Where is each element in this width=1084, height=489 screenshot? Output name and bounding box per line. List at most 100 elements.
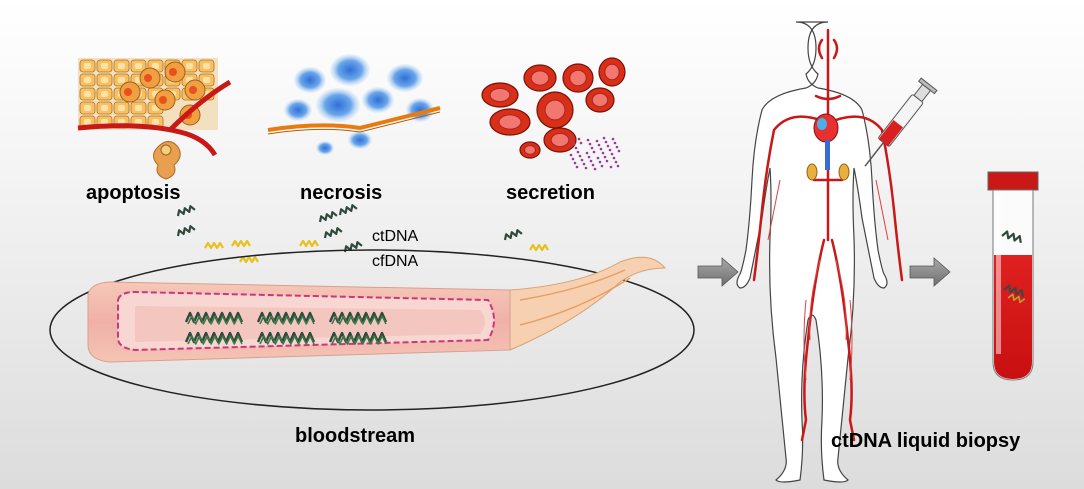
cell-nucleus (101, 91, 108, 97)
necrosis-illustration (267, 54, 441, 155)
vesicle-dot (576, 150, 580, 154)
dna-strand (529, 243, 549, 252)
dna-strand (343, 241, 363, 253)
dna-strand (187, 315, 243, 325)
red-cell-center (550, 132, 570, 148)
vesicle-dot (568, 136, 572, 140)
vesicle-dot (602, 136, 606, 140)
dna-strand (231, 239, 251, 248)
red-cell-center (498, 114, 522, 130)
dna-strand (338, 204, 358, 216)
secretion-illustration (481, 57, 626, 171)
red-cell-center (591, 92, 609, 108)
dna-strand (323, 227, 343, 239)
vesicle-dot (579, 141, 583, 145)
vesicle-dot (613, 141, 617, 145)
cell-nucleus (101, 77, 108, 83)
cell-nucleus (84, 119, 91, 125)
cell-nucleus (101, 105, 108, 111)
tube-dna (1001, 230, 1026, 304)
cell-nucleus (135, 63, 142, 69)
vesicle-dot (585, 151, 589, 155)
cell-nucleus (84, 63, 91, 69)
cell-nucleus (84, 91, 91, 97)
vesicle-dot (586, 138, 590, 142)
cell-nucleus (84, 77, 91, 83)
vesicle-dot (611, 137, 615, 141)
bloodstream-label: bloodstream (295, 425, 416, 447)
vesicle-dot (608, 148, 612, 152)
vesicle-dot (596, 156, 600, 160)
cell-nucleus (118, 63, 125, 69)
vesicle-dot (575, 165, 579, 169)
red-cell-center (489, 87, 511, 103)
cell-nucleus (84, 105, 91, 111)
dna-strand (1001, 230, 1022, 244)
cell-nucleus (152, 119, 159, 125)
vesicle-dot (614, 160, 618, 164)
vesicle-dot (569, 153, 573, 157)
apoptotic-body (169, 68, 177, 76)
red-cell-center (544, 99, 566, 121)
bloodstream-boundary (49, 249, 695, 411)
vesicle-dot (616, 164, 620, 168)
vesicle-dot (573, 161, 577, 165)
vesicle-dot (593, 167, 597, 171)
vesicle-dot (610, 152, 614, 156)
vesicle-dot (589, 159, 593, 163)
red-cell-center (524, 145, 536, 155)
vesicle-dot (578, 154, 582, 158)
cell-nucleus (118, 105, 125, 111)
cfdna-label: cfDNA (372, 253, 419, 270)
cell-nucleus (186, 63, 193, 69)
secretion-label: secretion (506, 182, 595, 204)
dna-strand (259, 335, 315, 345)
apoptosis-label: apoptosis (86, 182, 181, 204)
cell-nucleus (101, 119, 108, 125)
dna-strand (331, 315, 387, 325)
dna-strand (1003, 284, 1024, 298)
vesicle-dot (612, 156, 616, 160)
cell-nucleus (101, 63, 108, 69)
vesicle-dot (591, 163, 595, 167)
vesicle-dot (595, 139, 599, 143)
red-cell-center (530, 70, 550, 86)
vesicle-dot (590, 146, 594, 150)
red-cell-center (569, 69, 587, 87)
vesicle-dot (615, 145, 619, 149)
vesicle-dot (597, 143, 601, 147)
dna-strand (239, 255, 259, 264)
cell-nucleus (203, 77, 210, 83)
vesicle-dot (601, 151, 605, 155)
apoptosis-illustration (77, 58, 232, 180)
dna-strand (331, 335, 387, 345)
human-body-illustration (736, 21, 904, 483)
apoptotic-body (124, 88, 132, 96)
vesicle-dot (582, 162, 586, 166)
arrow-right-icon (697, 257, 739, 287)
dna-fragments (176, 204, 549, 264)
apoptotic-body (144, 74, 152, 82)
vesicle-dot (587, 155, 591, 159)
vesicle-dot (580, 158, 584, 162)
vesicle-dot (609, 165, 613, 169)
vesicle-dot (598, 160, 602, 164)
cell-nucleus (135, 119, 142, 125)
dna-strand (503, 229, 523, 241)
cell-nucleus (152, 63, 159, 69)
dna-strand (299, 239, 319, 248)
ctdna-label: ctDNA (372, 228, 419, 245)
apoptotic-body (159, 96, 167, 104)
vesicle-dot (592, 150, 596, 154)
dna-strand (318, 211, 338, 223)
dna-strand (204, 241, 224, 250)
necrosis-label: necrosis (300, 182, 383, 204)
cell-nucleus (118, 77, 125, 83)
vesicle-dot (599, 147, 603, 151)
dna-strand (176, 225, 196, 237)
liquid-biopsy-label: ctDNA liquid biopsy (831, 430, 1021, 452)
vesicle-dot (604, 140, 608, 144)
vessel-dna (184, 311, 388, 345)
